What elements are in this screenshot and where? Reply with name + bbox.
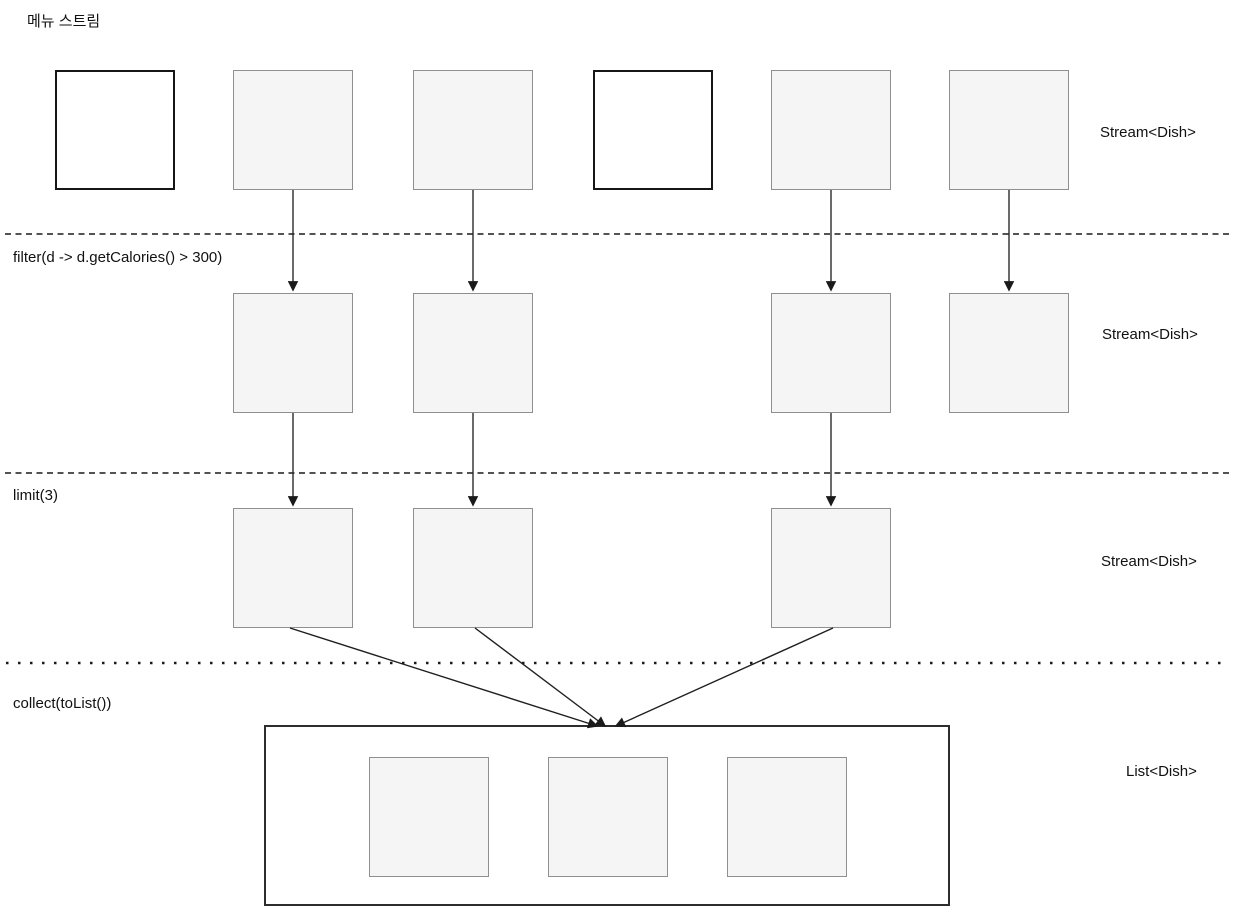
- list-item-2: [548, 757, 668, 877]
- dish-limited-3: [413, 508, 533, 628]
- dish-filtered-5: [771, 293, 891, 413]
- result-list-box: [264, 725, 950, 906]
- dish-source-2: [233, 70, 353, 190]
- list-item-1: [369, 757, 489, 877]
- dish-source-6: [949, 70, 1069, 190]
- dish-filtered-6: [949, 293, 1069, 413]
- source-type-label: Stream<Dish>: [1100, 124, 1196, 141]
- collect-operation-label: collect(toList()): [13, 695, 112, 712]
- after-filter-type-label: Stream<Dish>: [1102, 326, 1198, 343]
- arrow-limit-to-collect-3: [474, 627, 607, 727]
- dish-source-1: [55, 70, 175, 190]
- after-collect-type-label: List<Dish>: [1126, 763, 1197, 780]
- filter-operation-label: filter(d -> d.getCalories() > 300): [13, 249, 223, 266]
- arrow-limit-to-collect-2: [289, 627, 599, 729]
- dish-source-3: [413, 70, 533, 190]
- dish-limited-2: [233, 508, 353, 628]
- limit-operation-label: limit(3): [13, 487, 58, 504]
- dish-limited-5: [771, 508, 891, 628]
- diagram-title: 메뉴 스트림: [27, 13, 101, 30]
- dish-filtered-3: [413, 293, 533, 413]
- dish-filtered-2: [233, 293, 353, 413]
- after-limit-type-label: Stream<Dish>: [1101, 553, 1197, 570]
- dish-source-4: [593, 70, 713, 190]
- list-item-3: [727, 757, 847, 877]
- arrow-limit-to-collect-5: [614, 627, 834, 728]
- dish-source-5: [771, 70, 891, 190]
